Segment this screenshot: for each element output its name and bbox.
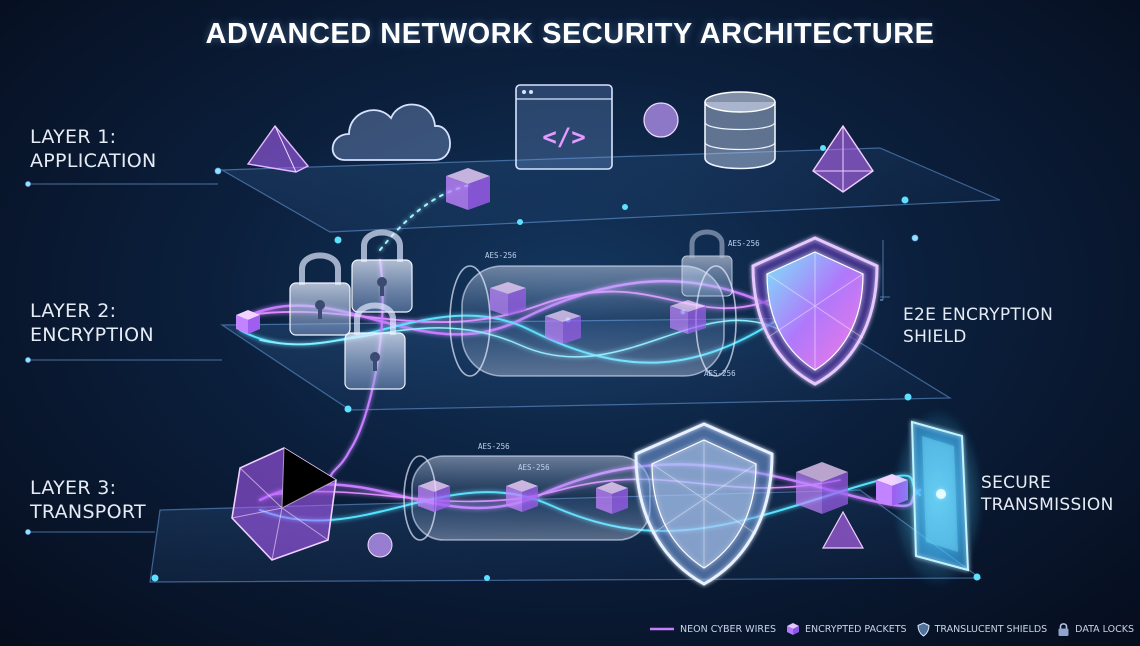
layer-3-label: LAYER 3: TRANSPORT	[30, 476, 146, 524]
shield-icon	[751, 236, 879, 386]
callout-line: SECURE	[981, 473, 1052, 493]
packet-cube-icon	[418, 480, 450, 512]
sphere-icon	[367, 532, 393, 558]
tube-label: AES-256	[728, 239, 760, 248]
callout-line: SHIELD	[903, 327, 967, 347]
packet-cube-icon	[446, 168, 490, 210]
padlock-icon	[344, 302, 406, 390]
padlock-icon	[1058, 622, 1069, 636]
tube-label: AES-256	[704, 369, 736, 378]
layer-number: LAYER 2:	[30, 300, 117, 322]
layer-number: LAYER 3:	[30, 477, 117, 499]
packet-cube-icon	[506, 480, 538, 512]
legend-item: TRANSLUCENT SHIELDS	[917, 621, 1048, 637]
octahedron-icon	[812, 124, 874, 193]
pyramid-icon	[821, 510, 865, 549]
layer-name: ENCRYPTION	[30, 324, 154, 346]
layer-name: TRANSPORT	[30, 501, 146, 523]
layer-number: LAYER 1:	[30, 126, 117, 148]
packet-cube-icon	[596, 482, 628, 514]
legend-label: DATA LOCKS	[1075, 623, 1134, 635]
neon-wire-icon	[650, 627, 675, 631]
legend: NEON CYBER WIRES ENCRYPTED PACKETS TRANS…	[649, 620, 1134, 638]
legend-item: NEON CYBER WIRES	[649, 624, 776, 635]
encryption-tunnel	[449, 265, 737, 377]
diagram-title: ADVANCED NETWORK SECURITY ARCHITECTURE	[205, 18, 935, 50]
padlock-icon	[289, 252, 351, 336]
legend-item: ENCRYPTED PACKETS	[786, 622, 907, 636]
tube-label: AES-256	[478, 442, 510, 451]
code-window-icon: </>	[515, 84, 613, 170]
database-icon	[704, 91, 776, 170]
padlock-icon	[351, 229, 413, 313]
svg-text:</>: </>	[542, 123, 585, 151]
e2e-shield-callout: E2E ENCRYPTION SHIELD	[903, 304, 1053, 348]
legend-label: TRANSLUCENT SHIELDS	[934, 623, 1048, 635]
layer-1-label: LAYER 1: APPLICATION	[30, 125, 157, 173]
shield-icon	[917, 621, 930, 637]
legend-item: DATA LOCKS	[1057, 622, 1134, 637]
secure-device-icon	[892, 408, 984, 588]
sphere-icon	[643, 102, 679, 138]
layer-2-label: LAYER 2: ENCRYPTION	[30, 299, 154, 347]
cube-icon	[787, 623, 799, 635]
callout-line: TRANSMISSION	[981, 495, 1114, 515]
crystal-icon	[231, 447, 337, 561]
tube-label: AES-256	[518, 463, 550, 472]
legend-label: NEON CYBER WIRES	[680, 623, 776, 635]
secure-transmission-callout: SECURE TRANSMISSION	[981, 472, 1114, 516]
pyramid-icon	[246, 124, 310, 173]
packet-cube-icon	[236, 310, 260, 334]
packet-cube-icon	[670, 300, 706, 334]
shield-icon	[634, 422, 774, 586]
cloud-icon	[331, 103, 451, 161]
packet-cube-icon	[490, 282, 526, 316]
packet-cube-icon	[796, 462, 848, 514]
tube-label: AES-256	[485, 251, 517, 260]
packet-cube-icon	[545, 310, 581, 344]
layer-name: APPLICATION	[30, 150, 157, 172]
legend-label: ENCRYPTED PACKETS	[805, 623, 907, 635]
callout-line: E2E ENCRYPTION	[903, 305, 1054, 325]
platform-layer-1	[219, 147, 1001, 233]
